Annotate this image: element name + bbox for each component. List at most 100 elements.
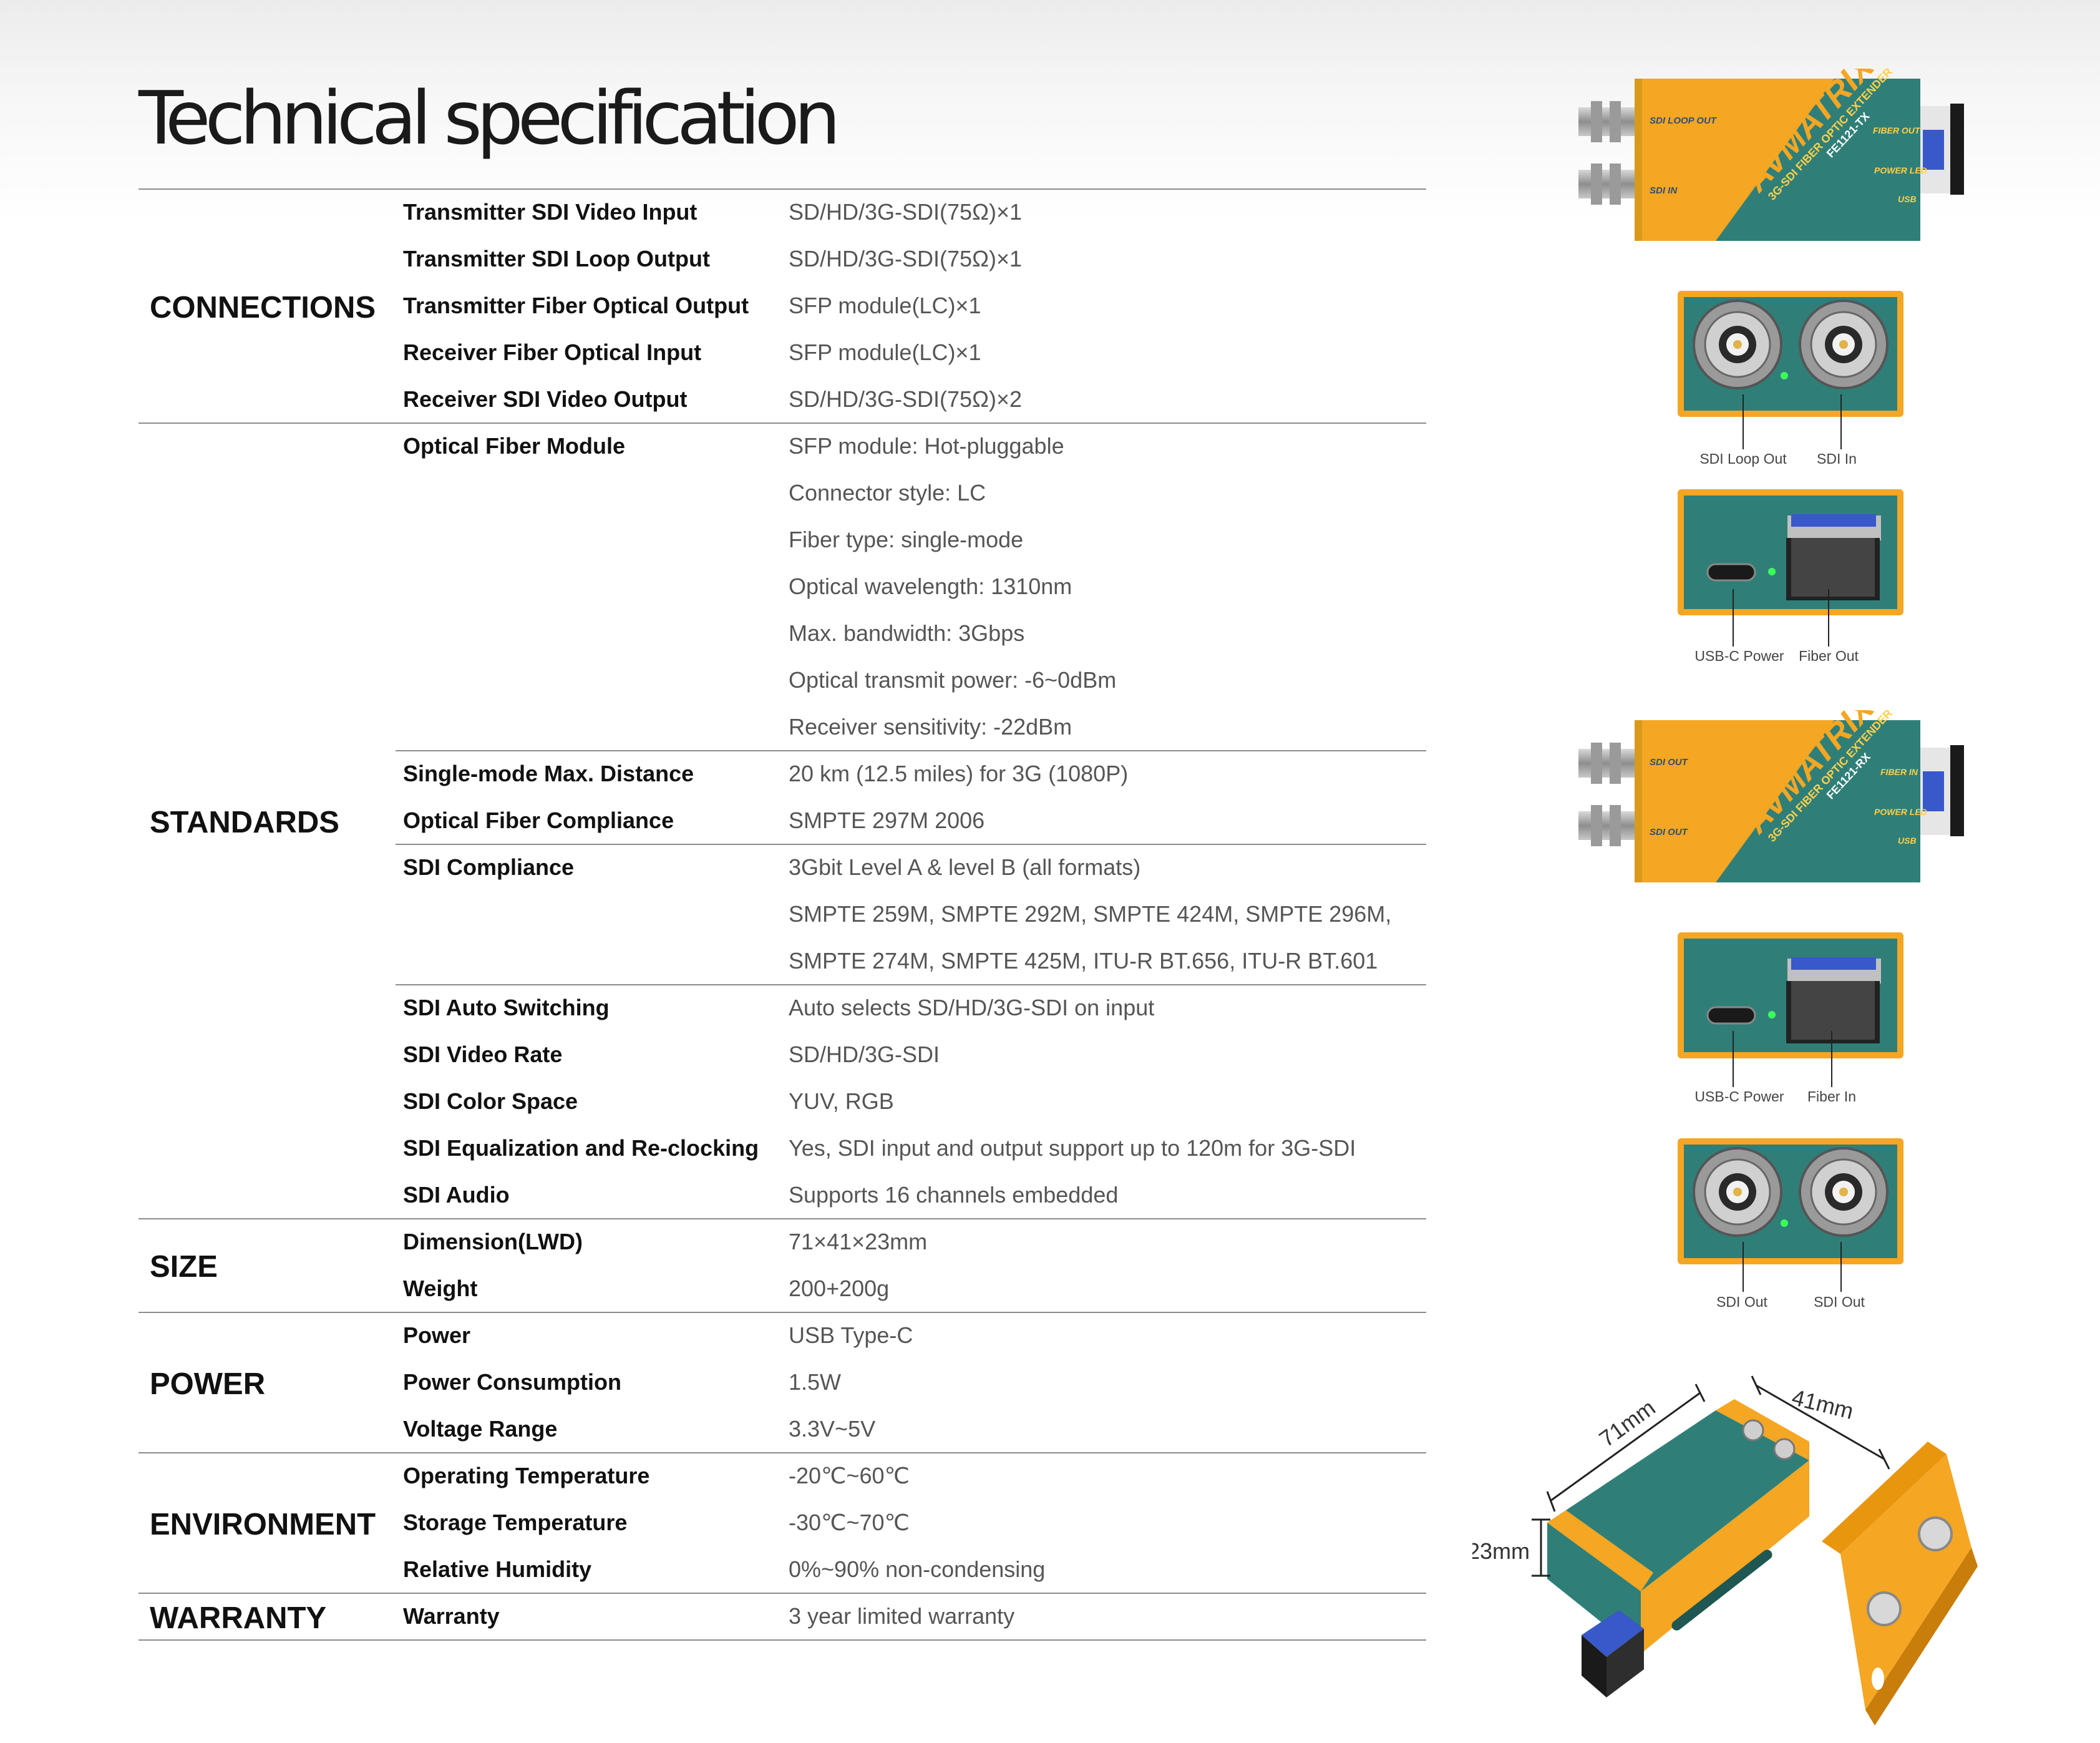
caption-sdi-loop-out: SDI Loop Out [1699, 451, 1787, 467]
caption-usb-c-power: USB-C Power [1694, 1088, 1784, 1105]
divider-line [396, 984, 1426, 985]
leader-line [1733, 589, 1734, 647]
spec-value: 3.3V~5V [789, 1415, 876, 1442]
power-led-icon [1768, 1011, 1776, 1018]
tx-port-bottom-text: SDI IN [1650, 185, 1678, 196]
tx-fiber-text: FIBER OUT [1873, 125, 1921, 135]
power-led-icon [1781, 372, 1788, 379]
leader-line [1828, 589, 1829, 647]
rx-port-top-text: SDI OUT [1650, 757, 1689, 768]
divider-line [139, 1218, 1426, 1219]
bnc-connector-icon [1578, 743, 1635, 846]
spec-value: SFP module(LC)×1 [789, 339, 981, 365]
spec-value: Max. bandwidth: 3Gbps [789, 620, 1025, 646]
device-dimension-illustration: 71mm 41mm 23mm [1472, 1375, 1978, 1726]
receiver-top-view: SDI OUT SDI OUT FIBER IN POWER LED USB A… [1578, 710, 1964, 882]
sfp-module-icon [1786, 514, 1881, 600]
spec-value: USB Type-C [789, 1322, 913, 1348]
spec-label: Transmitter SDI Loop Output [403, 245, 710, 271]
caption-usb-c-power: USB-C Power [1694, 648, 1784, 664]
spec-label: Relative Humidity [403, 1556, 592, 1582]
mounting-bracket-icon [1822, 1442, 1978, 1726]
caption-fiber-out: Fiber Out [1799, 648, 1859, 664]
power-led-icon [1768, 568, 1776, 575]
spec-label: Receiver Fiber Optical Input [403, 339, 702, 365]
spec-label: Operating Temperature [403, 1462, 650, 1488]
section-heading: POWER [150, 1367, 266, 1401]
spec-label: SDI Video Rate [403, 1041, 563, 1067]
leader-line [1733, 1031, 1734, 1087]
spec-label: SDI Color Space [403, 1088, 578, 1114]
spec-value: 0%~90% non-condensing [789, 1556, 1046, 1582]
caption-sdi-out: SDI Out [1814, 1294, 1865, 1310]
sfp-module-icon [1786, 957, 1881, 1043]
bnc-connector-icon [1799, 1147, 1889, 1237]
usb-c-port-icon [1706, 563, 1756, 582]
spec-label: Optical Fiber Module [403, 432, 626, 459]
rx-power-led-text: POWER LED [1874, 807, 1927, 817]
spec-value: Auto selects SD/HD/3G-SDI on input [789, 994, 1155, 1020]
dimension-length: 71mm [1595, 1395, 1660, 1452]
spec-label: SDI Auto Switching [403, 994, 610, 1020]
divider-line [139, 1312, 1426, 1313]
spec-value: 71×41×23mm [789, 1228, 928, 1254]
page-title: Technical specification [139, 75, 841, 161]
spec-value: Yes, SDI input and output support up to … [789, 1135, 1356, 1161]
divider-line [396, 844, 1426, 845]
divider-line [139, 1639, 1426, 1641]
section-heading: SIZE [150, 1250, 218, 1284]
divider-line [139, 1452, 1426, 1453]
divider-line [139, 188, 1426, 190]
leader-line [1831, 1031, 1832, 1087]
transmitter-bnc-side [1678, 291, 1903, 417]
divider-line [139, 1593, 1426, 1594]
section-heading: WARRANTY [150, 1601, 327, 1635]
spec-label: Receiver SDI Video Output [403, 386, 688, 412]
spec-label: Optical Fiber Compliance [403, 807, 674, 833]
spec-value: SFP module: Hot-pluggable [789, 432, 1064, 459]
dimension-height: 23mm [1472, 1538, 1530, 1564]
section-heading: STANDARDS [150, 805, 339, 839]
spec-label: Single-mode Max. Distance [403, 760, 694, 786]
power-led-icon [1781, 1219, 1788, 1227]
spec-value: Connector style: LC [789, 479, 986, 505]
dimension-width: 41mm [1789, 1384, 1856, 1424]
spec-label: Dimension(LWD) [403, 1228, 583, 1254]
spec-value: SFP module(LC)×1 [789, 292, 981, 318]
receiver-bnc-side [1678, 1138, 1903, 1264]
spec-value: Optical wavelength: 1310nm [789, 573, 1072, 599]
leader-line [1743, 1242, 1744, 1292]
spec-label: Power Consumption [403, 1369, 621, 1395]
spec-label: Voltage Range [403, 1415, 558, 1442]
spec-label: Transmitter Fiber Optical Output [403, 292, 749, 318]
receiver-back-side [1678, 932, 1903, 1058]
spec-value: -30℃~70℃ [789, 1509, 910, 1535]
section-heading: ENVIRONMENT [150, 1507, 376, 1541]
usb-c-port-icon [1706, 1006, 1756, 1025]
spec-value: SMPTE 274M, SMPTE 425M, ITU-R BT.656, IT… [789, 947, 1378, 974]
spec-label: SDI Audio [403, 1181, 510, 1208]
spec-label: SDI Equalization and Re-clocking [403, 1135, 759, 1161]
spec-value: 1.5W [789, 1369, 842, 1395]
divider-line [396, 750, 1426, 751]
tx-usb-text: USB [1898, 194, 1917, 204]
tx-port-top-text: SDI LOOP OUT [1650, 115, 1718, 126]
spec-value: Fiber type: single-mode [789, 526, 1024, 552]
spec-label: Storage Temperature [403, 1509, 628, 1535]
spec-value: 20 km (12.5 miles) for 3G (1080P) [789, 760, 1129, 786]
spec-value: SD/HD/3G-SDI [789, 1041, 940, 1067]
tx-power-led-text: POWER LED [1874, 165, 1927, 175]
bnc-connector-icon [1799, 300, 1889, 389]
spec-value: SD/HD/3G-SDI(75Ω)×2 [789, 386, 1023, 412]
spec-label: Weight [403, 1275, 478, 1301]
spec-value: Optical transmit power: -6~0dBm [789, 666, 1117, 693]
caption-fiber-in: Fiber In [1807, 1088, 1856, 1105]
spec-value: -20℃~60℃ [789, 1462, 910, 1488]
bnc-connector-icon [1578, 101, 1635, 205]
spec-value: 3Gbit Level A & level B (all formats) [789, 854, 1141, 880]
bnc-connector-icon [1693, 300, 1782, 389]
transmitter-back-side [1678, 489, 1903, 615]
spec-label: Warranty [403, 1603, 500, 1629]
spec-label: Transmitter SDI Video Input [403, 198, 698, 225]
spec-value: SMPTE 259M, SMPTE 292M, SMPTE 424M, SMPT… [789, 901, 1392, 927]
